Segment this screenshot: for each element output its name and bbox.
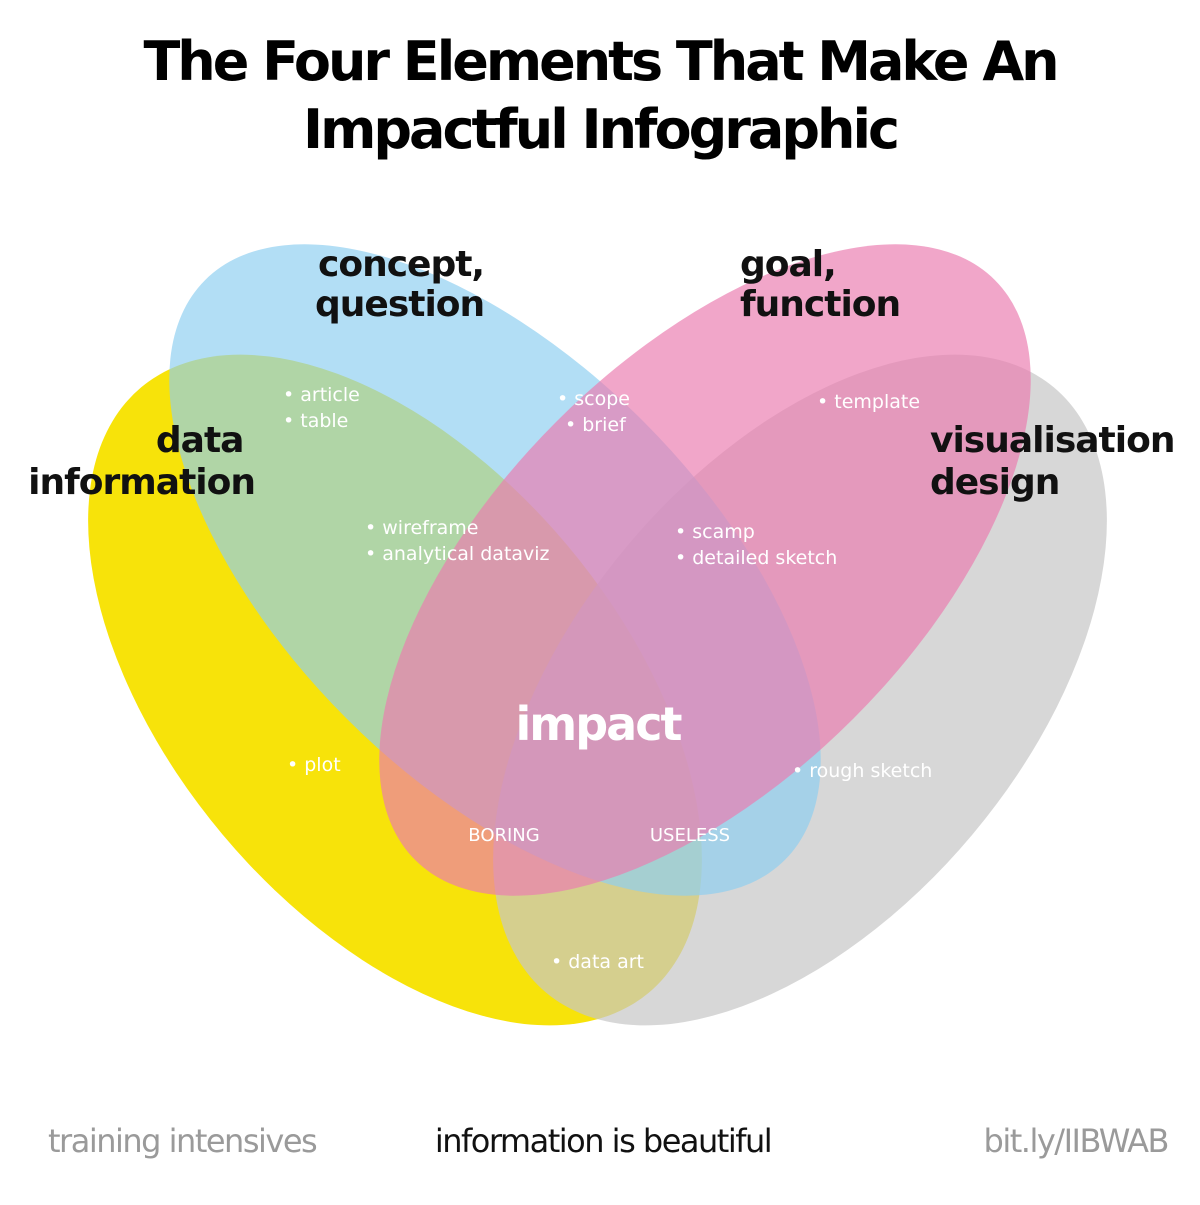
region-item-rough-sketch: • rough sketch	[792, 760, 932, 782]
venn-ellipses	[88, 244, 1107, 1026]
set-label-concept: concept,	[318, 244, 484, 285]
set-label-design: design	[930, 462, 1059, 503]
title-line-1: The Four Elements That Make An	[143, 30, 1056, 93]
ellipse-goal-function	[379, 244, 1031, 896]
footer-training-intensives: training intensives	[48, 1122, 317, 1160]
set-label-visualisation: visualisation	[930, 420, 1174, 461]
region-item-scamp: • scamp	[675, 521, 755, 543]
svg-text:visualisation design: visualisation design	[930, 420, 1186, 503]
set-label-data: data	[156, 420, 244, 461]
region-item-article: • article	[283, 384, 360, 406]
svg-text:data information: data information	[28, 420, 255, 503]
region-item-table: • table	[283, 410, 348, 432]
footer-link: bit.ly/IIBWAB	[984, 1122, 1168, 1160]
title-line-2: Impactful Infographic	[303, 98, 897, 161]
svg-text:concept, question: concept, question	[315, 244, 496, 325]
set-label-information: information	[28, 462, 255, 503]
region-item-template: • template	[817, 391, 920, 413]
center-label-impact: impact	[516, 697, 682, 751]
svg-text:• scope • brief: • scope • brief	[557, 388, 636, 436]
region-item-plot: • plot	[287, 754, 341, 776]
region-item-analytical-dataviz: • analytical dataviz	[365, 543, 550, 565]
region-item-scope: • scope	[557, 388, 630, 410]
region-label-boring: BORING	[468, 825, 539, 846]
region-item-wireframe: • wireframe	[365, 517, 479, 539]
footer-information-is-beautiful: information is beautiful	[435, 1122, 771, 1160]
region-label-useless: USELESS	[650, 825, 730, 846]
set-label-goal: goal,	[740, 244, 836, 285]
region-item-data-art: • data art	[551, 951, 644, 973]
region-item-detailed-sketch: • detailed sketch	[675, 547, 837, 569]
svg-text:• article • table: • article • table	[283, 384, 366, 432]
region-item-brief: • brief	[565, 414, 627, 436]
set-label-question: question	[315, 284, 484, 325]
set-label-function: function	[740, 284, 900, 325]
svg-text:• scamp • detailed sketc: • scamp • detailed sketch	[675, 521, 837, 569]
svg-text:• wireframe • analytical: • wireframe • analytical dataviz	[365, 517, 550, 565]
svg-text:goal, function: goal, function	[740, 244, 900, 325]
